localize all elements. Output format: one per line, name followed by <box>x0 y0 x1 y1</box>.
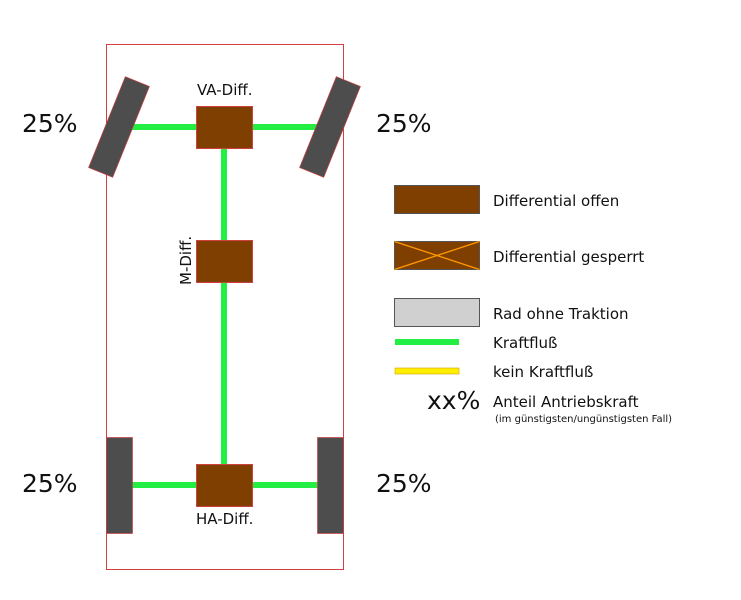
front-right-share: 25% <box>376 109 432 138</box>
rear-left-share: 25% <box>22 469 78 498</box>
front-left-wheel <box>88 76 150 178</box>
center-differential <box>196 240 253 283</box>
rear-right-share: 25% <box>376 469 432 498</box>
vehicle-frame <box>106 44 344 570</box>
rear-diff-label: HA-Diff. <box>196 510 253 528</box>
front-diff-label: VA-Diff. <box>197 81 252 99</box>
legend-no-power-flow-line <box>394 367 460 375</box>
legend-power-flow-label: Kraftfluß <box>493 334 558 352</box>
legend-no-power-flow-label: kein Kraftfluß <box>493 363 593 381</box>
rear-differential <box>196 464 253 507</box>
propeller-shaft <box>221 140 227 480</box>
legend-open-diff-label: Differential offen <box>493 192 619 210</box>
legend-locked-diff-label: Differential gesperrt <box>493 248 644 266</box>
legend-locked-diff-swatch <box>394 240 480 271</box>
legend-open-diff-swatch <box>394 185 480 214</box>
legend-no-traction-label: Rad ohne Traktion <box>493 305 629 323</box>
rear-right-wheel <box>317 437 344 534</box>
legend: Differential offen Differential gesperrt… <box>394 185 672 425</box>
rear-left-wheel <box>106 437 133 534</box>
front-right-wheel <box>299 76 361 178</box>
front-left-share: 25% <box>22 109 78 138</box>
legend-share-note: (im günstigsten/ungünstigsten Fall) <box>495 414 672 425</box>
legend-share-symbol: xx% <box>427 386 480 415</box>
center-diff-label: M-Diff. <box>177 236 195 285</box>
legend-power-flow-line <box>395 339 459 345</box>
legend-no-traction-swatch <box>394 298 480 327</box>
legend-share-label: Anteil Antriebskraft <box>493 393 639 411</box>
front-differential <box>196 106 253 149</box>
